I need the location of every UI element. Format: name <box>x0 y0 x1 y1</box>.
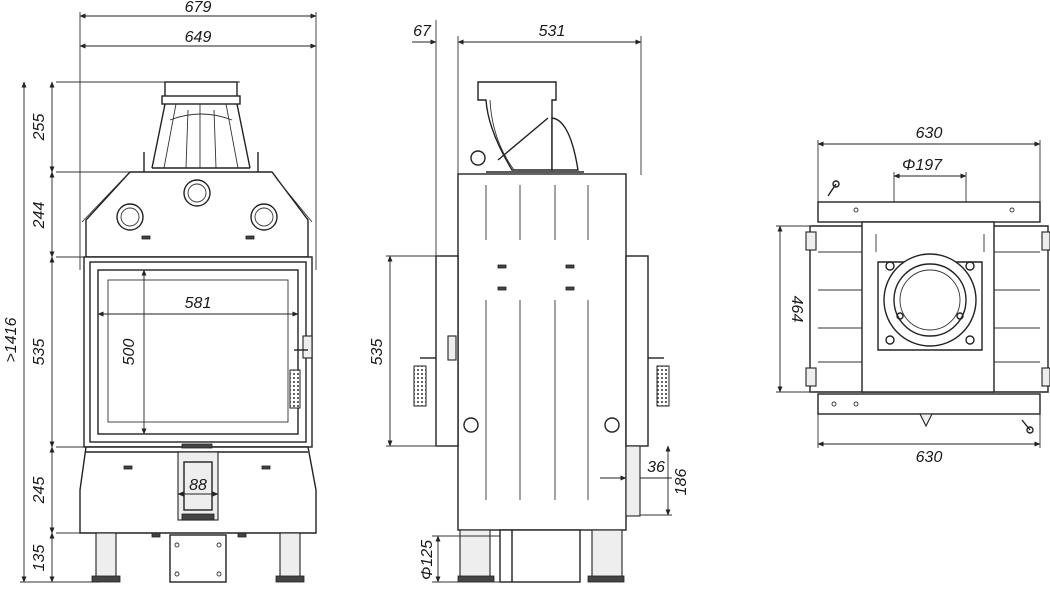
front-height-base: 245 <box>31 477 48 505</box>
side-air-offset: 36 <box>647 459 665 476</box>
side-depth: 531 <box>539 23 566 40</box>
top-outlet-diameter: Φ197 <box>902 157 943 174</box>
front-ash-width: 88 <box>189 477 207 494</box>
front-height-total: >1416 <box>3 317 20 362</box>
front-width-overall: 679 <box>185 0 212 16</box>
top-depth: 464 <box>788 296 805 323</box>
front-height-door: 535 <box>31 339 48 366</box>
side-air-diameter: Φ125 <box>419 540 436 580</box>
front-height-top: 255 <box>31 114 48 142</box>
side-offset: 67 <box>413 23 432 40</box>
front-height-legs: 135 <box>31 545 48 572</box>
side-air-height: 186 <box>673 469 690 496</box>
front-width-body: 649 <box>185 29 212 46</box>
front-glass-height: 500 <box>121 339 138 366</box>
front-height-hood: 244 <box>31 202 48 230</box>
top-view: 630 Φ197 <box>776 125 1050 466</box>
top-width-bottom: 630 <box>916 449 943 466</box>
side-view: 67 531 <box>369 20 690 583</box>
top-width-top: 630 <box>916 125 943 142</box>
front-glass-width: 581 <box>185 295 212 312</box>
side-door-height: 535 <box>369 339 386 366</box>
front-view: 679 649 255 244 535 245 135 >1416 <box>3 0 317 583</box>
